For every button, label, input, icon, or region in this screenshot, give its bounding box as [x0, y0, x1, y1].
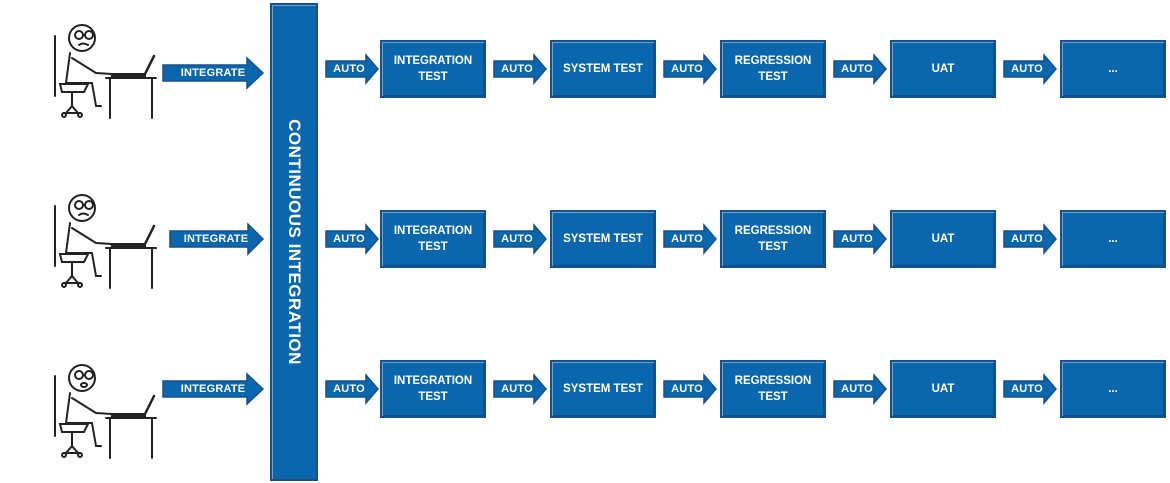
auto-arrow: AUTO	[325, 222, 379, 256]
right-arrow-icon	[493, 52, 547, 86]
stage-system-test: SYSTEM TEST	[550, 210, 656, 268]
auto-arrow: AUTO	[1003, 52, 1057, 86]
auto-arrow: AUTO	[493, 372, 547, 406]
stage-uat: UAT	[890, 210, 996, 268]
right-arrow-icon	[833, 372, 887, 406]
continuous-integration-bar	[270, 3, 318, 481]
stage-integration-test: INTEGRATION TEST	[380, 360, 486, 418]
auto-label: AUTO	[333, 233, 365, 245]
right-arrow-icon	[162, 372, 265, 406]
right-arrow-icon	[493, 222, 547, 256]
auto-arrow: AUTO	[833, 222, 887, 256]
stage-integration-test: INTEGRATION TEST	[380, 210, 486, 268]
stage-more: ...	[1060, 360, 1166, 418]
right-arrow-icon	[1003, 372, 1057, 406]
integrate-label: INTEGRATE	[180, 383, 246, 395]
auto-label: AUTO	[1011, 63, 1043, 75]
auto-arrow: AUTO	[663, 52, 717, 86]
auto-arrow: AUTO	[1003, 222, 1057, 256]
auto-label: AUTO	[1011, 383, 1043, 395]
developer-figure-icon	[52, 18, 162, 123]
auto-arrow: AUTO	[833, 372, 887, 406]
auto-label: AUTO	[841, 63, 873, 75]
auto-arrow: AUTO	[833, 52, 887, 86]
integrate-arrow: INTEGRATE	[162, 56, 265, 90]
stage-regression-test: REGRESSION TEST	[720, 210, 826, 268]
right-arrow-icon	[169, 222, 265, 256]
right-arrow-icon	[833, 222, 887, 256]
auto-arrow: AUTO	[663, 372, 717, 406]
auto-label: AUTO	[671, 383, 703, 395]
right-arrow-icon	[162, 56, 265, 90]
auto-arrow: AUTO	[493, 52, 547, 86]
right-arrow-icon	[325, 52, 379, 86]
right-arrow-icon	[325, 222, 379, 256]
auto-label: AUTO	[671, 63, 703, 75]
stage-more: ...	[1060, 210, 1166, 268]
right-arrow-icon	[1003, 222, 1057, 256]
auto-arrow: AUTO	[325, 52, 379, 86]
right-arrow-icon	[663, 222, 717, 256]
stage-system-test: SYSTEM TEST	[550, 40, 656, 98]
auto-label: AUTO	[841, 233, 873, 245]
developer-figure-icon	[52, 358, 162, 463]
auto-label: AUTO	[501, 233, 533, 245]
integrate-label: INTEGRATE	[180, 67, 246, 79]
continuous-integration-label: CONTINUOUS INTEGRATION	[285, 119, 304, 365]
auto-label: AUTO	[841, 383, 873, 395]
right-arrow-icon	[325, 372, 379, 406]
auto-label: AUTO	[333, 383, 365, 395]
stage-integration-test: INTEGRATION TEST	[380, 40, 486, 98]
auto-label: AUTO	[501, 383, 533, 395]
stage-system-test: SYSTEM TEST	[550, 360, 656, 418]
stage-uat: UAT	[890, 40, 996, 98]
stage-uat: UAT	[890, 360, 996, 418]
right-arrow-icon	[1003, 52, 1057, 86]
stage-more: ...	[1060, 40, 1166, 98]
auto-label: AUTO	[501, 63, 533, 75]
auto-label: AUTO	[1011, 233, 1043, 245]
developer-figure-icon	[52, 188, 162, 293]
right-arrow-icon	[663, 372, 717, 406]
right-arrow-icon	[493, 372, 547, 406]
auto-arrow: AUTO	[663, 222, 717, 256]
auto-arrow: AUTO	[325, 372, 379, 406]
integrate-label: INTEGRATE	[183, 233, 249, 245]
integrate-arrow: INTEGRATE	[162, 372, 265, 406]
auto-label: AUTO	[333, 63, 365, 75]
right-arrow-icon	[663, 52, 717, 86]
stage-regression-test: REGRESSION TEST	[720, 40, 826, 98]
auto-arrow: AUTO	[493, 222, 547, 256]
stage-regression-test: REGRESSION TEST	[720, 360, 826, 418]
auto-arrow: AUTO	[1003, 372, 1057, 406]
auto-label: AUTO	[671, 233, 703, 245]
integrate-arrow: INTEGRATE	[169, 222, 265, 256]
right-arrow-icon	[833, 52, 887, 86]
